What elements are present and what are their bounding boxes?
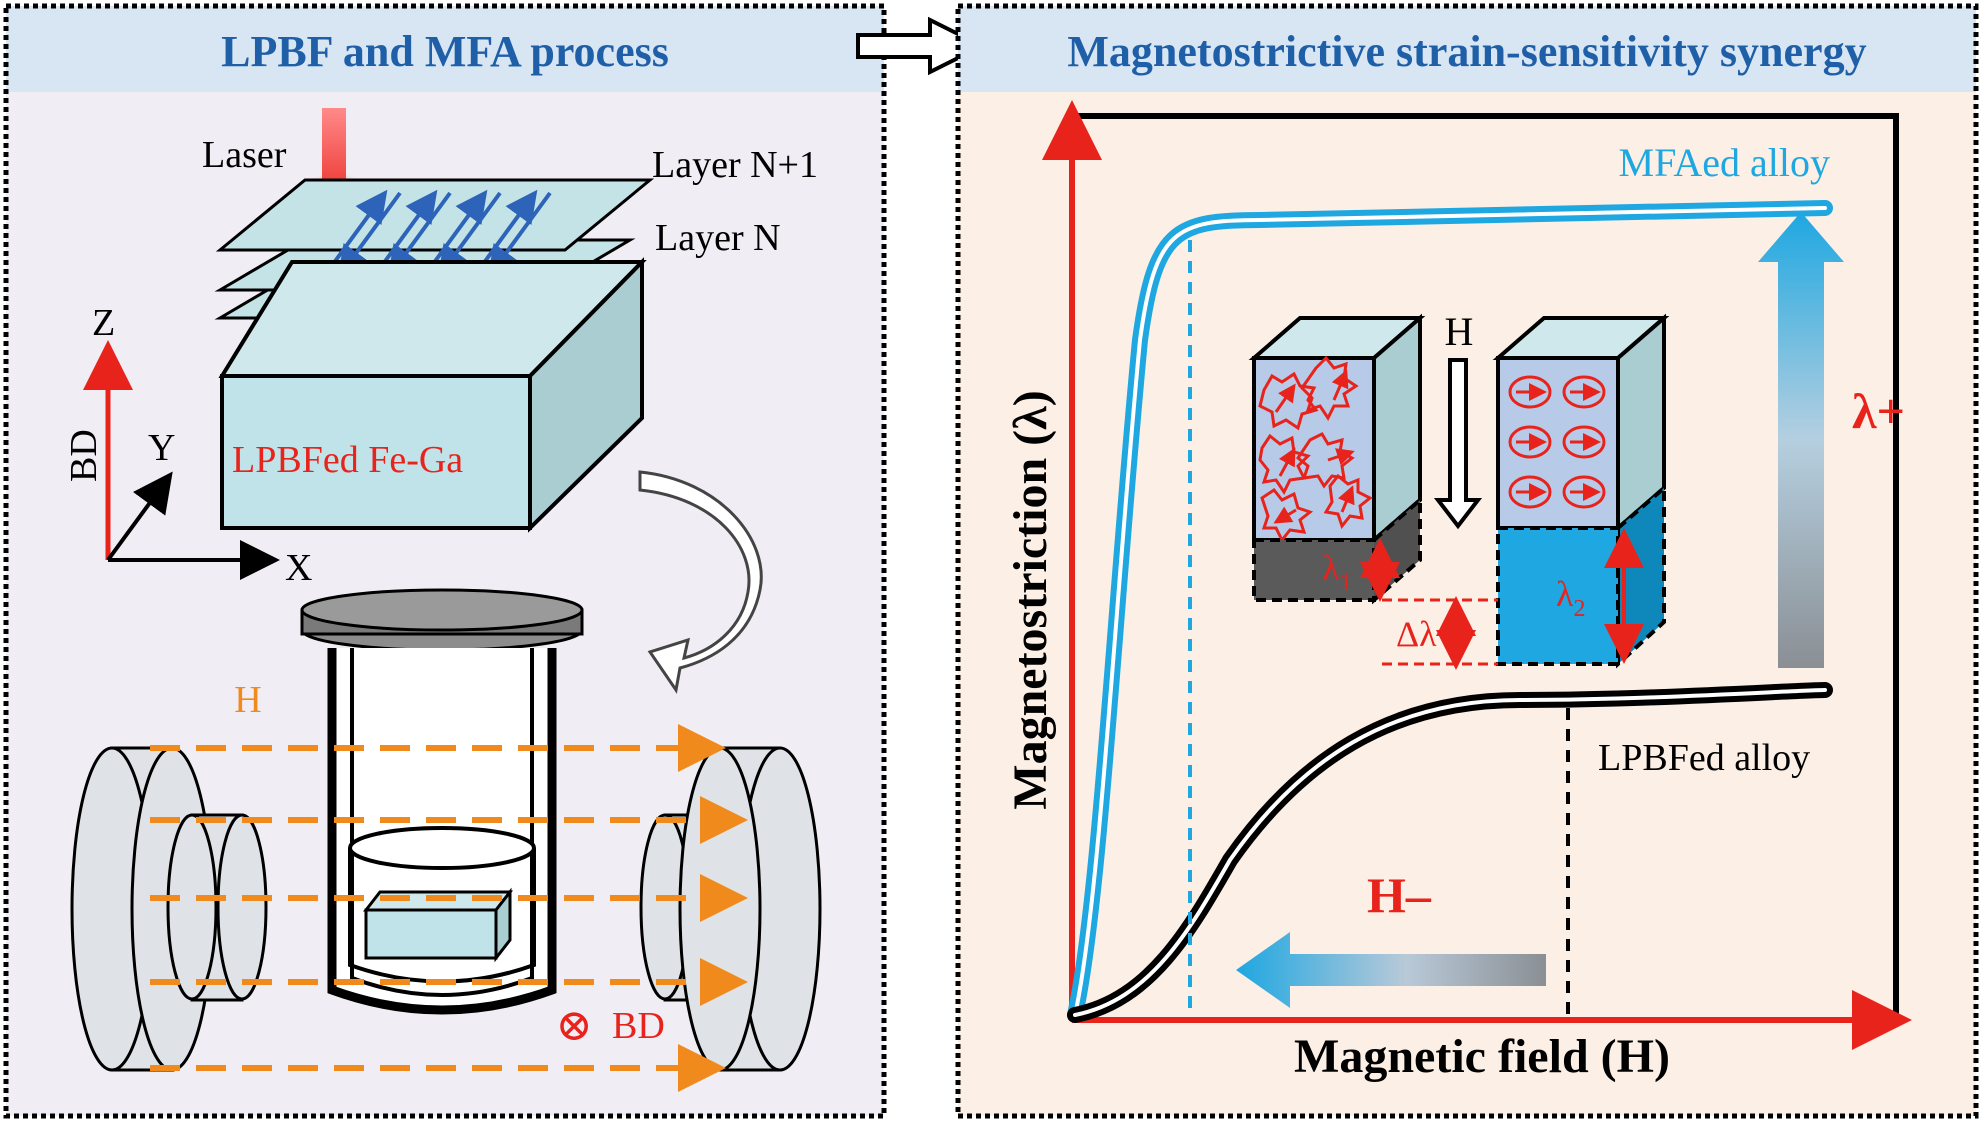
plot-frame	[1072, 113, 1899, 1020]
field-arrow-icon	[1433, 358, 1483, 530]
block-front-face	[220, 374, 532, 530]
lambda-plus-arrow-icon	[1758, 212, 1844, 668]
right-field-label: H	[1445, 309, 1474, 354]
lambda1-subscript: 1	[1339, 570, 1351, 596]
axis-y-arrow	[106, 471, 173, 562]
domain-cube-aligned	[1492, 313, 1670, 669]
delta-lambda-label: Δλ	[1396, 614, 1437, 654]
axis-z-label: Z	[92, 302, 115, 344]
lpbf-curve	[1067, 682, 1833, 1023]
left-panel-border	[3, 3, 887, 1119]
lambda1-label: λ1	[1322, 548, 1351, 596]
lambda2-subscript: 2	[1573, 596, 1585, 622]
h-minus-arrow-icon	[1236, 932, 1546, 1008]
furnace-vessel	[300, 588, 584, 1015]
lambda-plus-label: λ+	[1852, 383, 1905, 439]
left-panel: LPBF and MFA process Laser Layer N+1 Lay…	[3, 3, 887, 1119]
lambda1-symbol: λ	[1322, 548, 1340, 588]
mfa-curve-label: MFAed alloy	[1619, 140, 1830, 185]
h-minus-label: H–	[1367, 867, 1432, 923]
left-title-band	[6, 6, 884, 92]
block-label: LPBFed Fe-Ga	[232, 439, 463, 481]
right-panel-title: Magnetostrictive strain-sensitivity syne…	[1067, 27, 1866, 76]
axis-bd-label: BD	[63, 429, 105, 482]
y-axis-label: Magnetostriction (λ)	[1004, 390, 1057, 809]
x-axis-label: Magnetic field (H)	[1294, 1030, 1670, 1083]
right-panel: Magnetostrictive strain-sensitivity syne…	[955, 3, 1979, 1119]
lambda2-symbol: λ	[1556, 574, 1574, 614]
bd-out-icon: ⊗	[556, 1001, 593, 1050]
layer-top-label: Layer N+1	[652, 144, 818, 186]
bd-out-label: BD	[612, 1005, 665, 1047]
mfa-curve	[1067, 200, 1833, 1023]
lambda2-label: λ2	[1556, 574, 1585, 622]
magnet-left	[70, 746, 268, 1072]
axis-y-label: Y	[148, 427, 175, 469]
layer-label: Layer N	[655, 217, 781, 259]
field-lines	[150, 724, 748, 1092]
lpbf-curve-label: LPBFed alloy	[1598, 737, 1810, 779]
left-panel-title: LPBF and MFA process	[221, 27, 669, 76]
laser-label: Laser	[202, 134, 287, 176]
axis-x-label: X	[285, 547, 312, 589]
right-panel-border	[955, 3, 1979, 1119]
right-title-band	[958, 6, 1976, 92]
left-field-label: H	[234, 679, 261, 721]
transfer-arrow-icon	[638, 470, 763, 694]
